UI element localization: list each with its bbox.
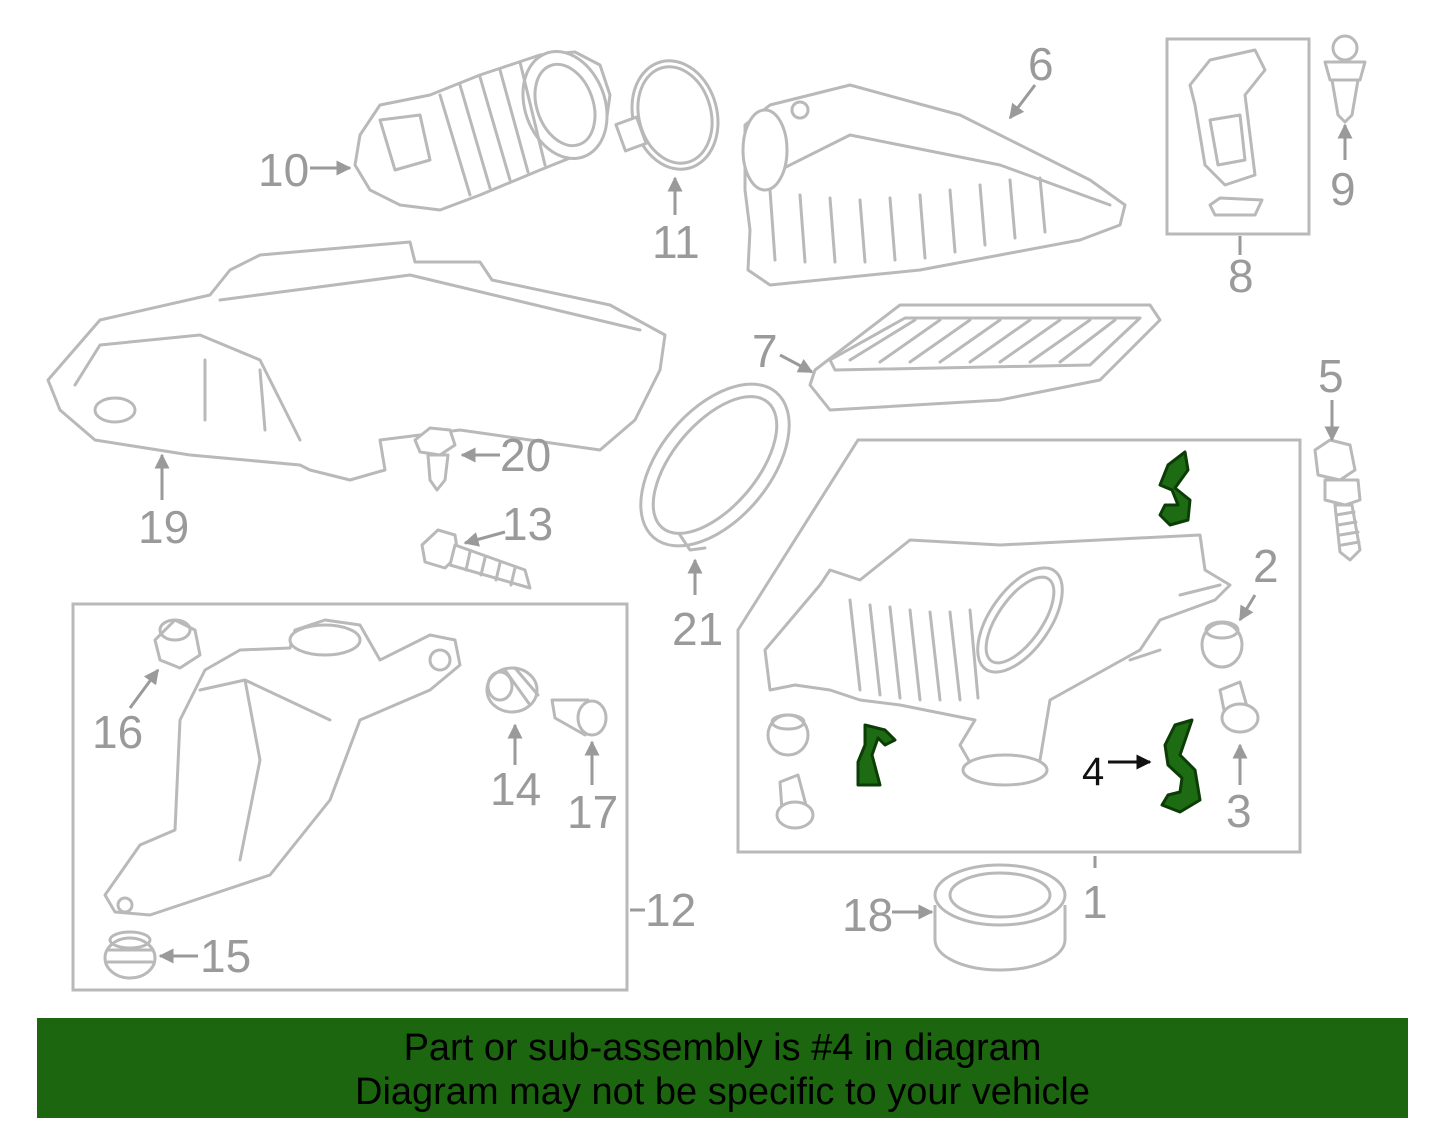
part-5-bolt (1313, 438, 1362, 562)
callout-8: 8 (1228, 250, 1254, 302)
callout-2: 2 (1253, 540, 1279, 592)
part-16-cap (153, 618, 202, 670)
callout-labels: 10 11 6 8 9 7 5 20 19 13 21 2 3 16 14 17… (92, 38, 1356, 982)
part-4-clip-right (1160, 718, 1202, 814)
callout-21: 21 (672, 603, 723, 655)
part-2-grommet (1200, 620, 1244, 669)
part-12-box (71, 602, 629, 992)
callout-7: 7 (752, 325, 778, 377)
part-19-air-duct (46, 240, 667, 482)
part-4-clip-left (856, 723, 897, 787)
part-21-seal (639, 382, 791, 552)
callout-1: 1 (1082, 876, 1108, 928)
banner-line-2: Diagram may not be specific to your vehi… (355, 1071, 1090, 1113)
callout-9: 9 (1330, 163, 1356, 215)
leader-lines (128, 84, 1353, 964)
callout-16: 16 (92, 706, 143, 758)
part-3-collar (1218, 680, 1260, 734)
callout-11: 11 (652, 216, 700, 268)
callout-4: 4 (1082, 750, 1104, 794)
part-18-ring (933, 863, 1067, 972)
callout-10: 10 (258, 144, 309, 196)
part-8-box (1165, 37, 1311, 236)
callout-18: 18 (842, 889, 893, 941)
callout-5: 5 (1318, 350, 1344, 402)
callout-15: 15 (200, 930, 251, 982)
part-20-push-clip (413, 426, 457, 492)
part-10-intake-hose (353, 50, 612, 212)
part-11-clamp (614, 59, 720, 171)
callout-12: 12 (645, 884, 696, 936)
part-14-grommet (485, 666, 540, 714)
callout-13: 13 (502, 498, 553, 550)
part-3-collar-dup (775, 773, 815, 830)
callout-20: 20 (500, 429, 551, 481)
part-7-filter-element (808, 303, 1162, 412)
part-17-collar (550, 698, 608, 737)
part-1-housing (763, 533, 1232, 787)
callout-3: 3 (1226, 785, 1252, 837)
callout-6: 6 (1028, 38, 1054, 90)
part-12-resonator (103, 618, 462, 917)
part-15-grommet (103, 930, 157, 980)
callout-17: 17 (567, 786, 618, 838)
part-1-box (736, 438, 1302, 854)
info-banner: Part or sub-assembly is #4 in diagram Di… (37, 1018, 1408, 1118)
part-4-clip-top (1158, 450, 1192, 527)
part-2-grommet-dup (766, 713, 810, 757)
banner-line-1: Part or sub-assembly is #4 in diagram (403, 1027, 1042, 1069)
callout-14: 14 (490, 763, 541, 815)
parts-diagram: 10 11 6 8 9 7 5 20 19 13 21 2 3 16 14 17… (46, 34, 1367, 992)
part-6-air-cleaner-cover (741, 83, 1127, 287)
part-8-sensor (1188, 48, 1267, 217)
callout-19: 19 (138, 501, 189, 553)
part-9-clip (1323, 34, 1367, 124)
part-13-bolt (420, 528, 532, 590)
